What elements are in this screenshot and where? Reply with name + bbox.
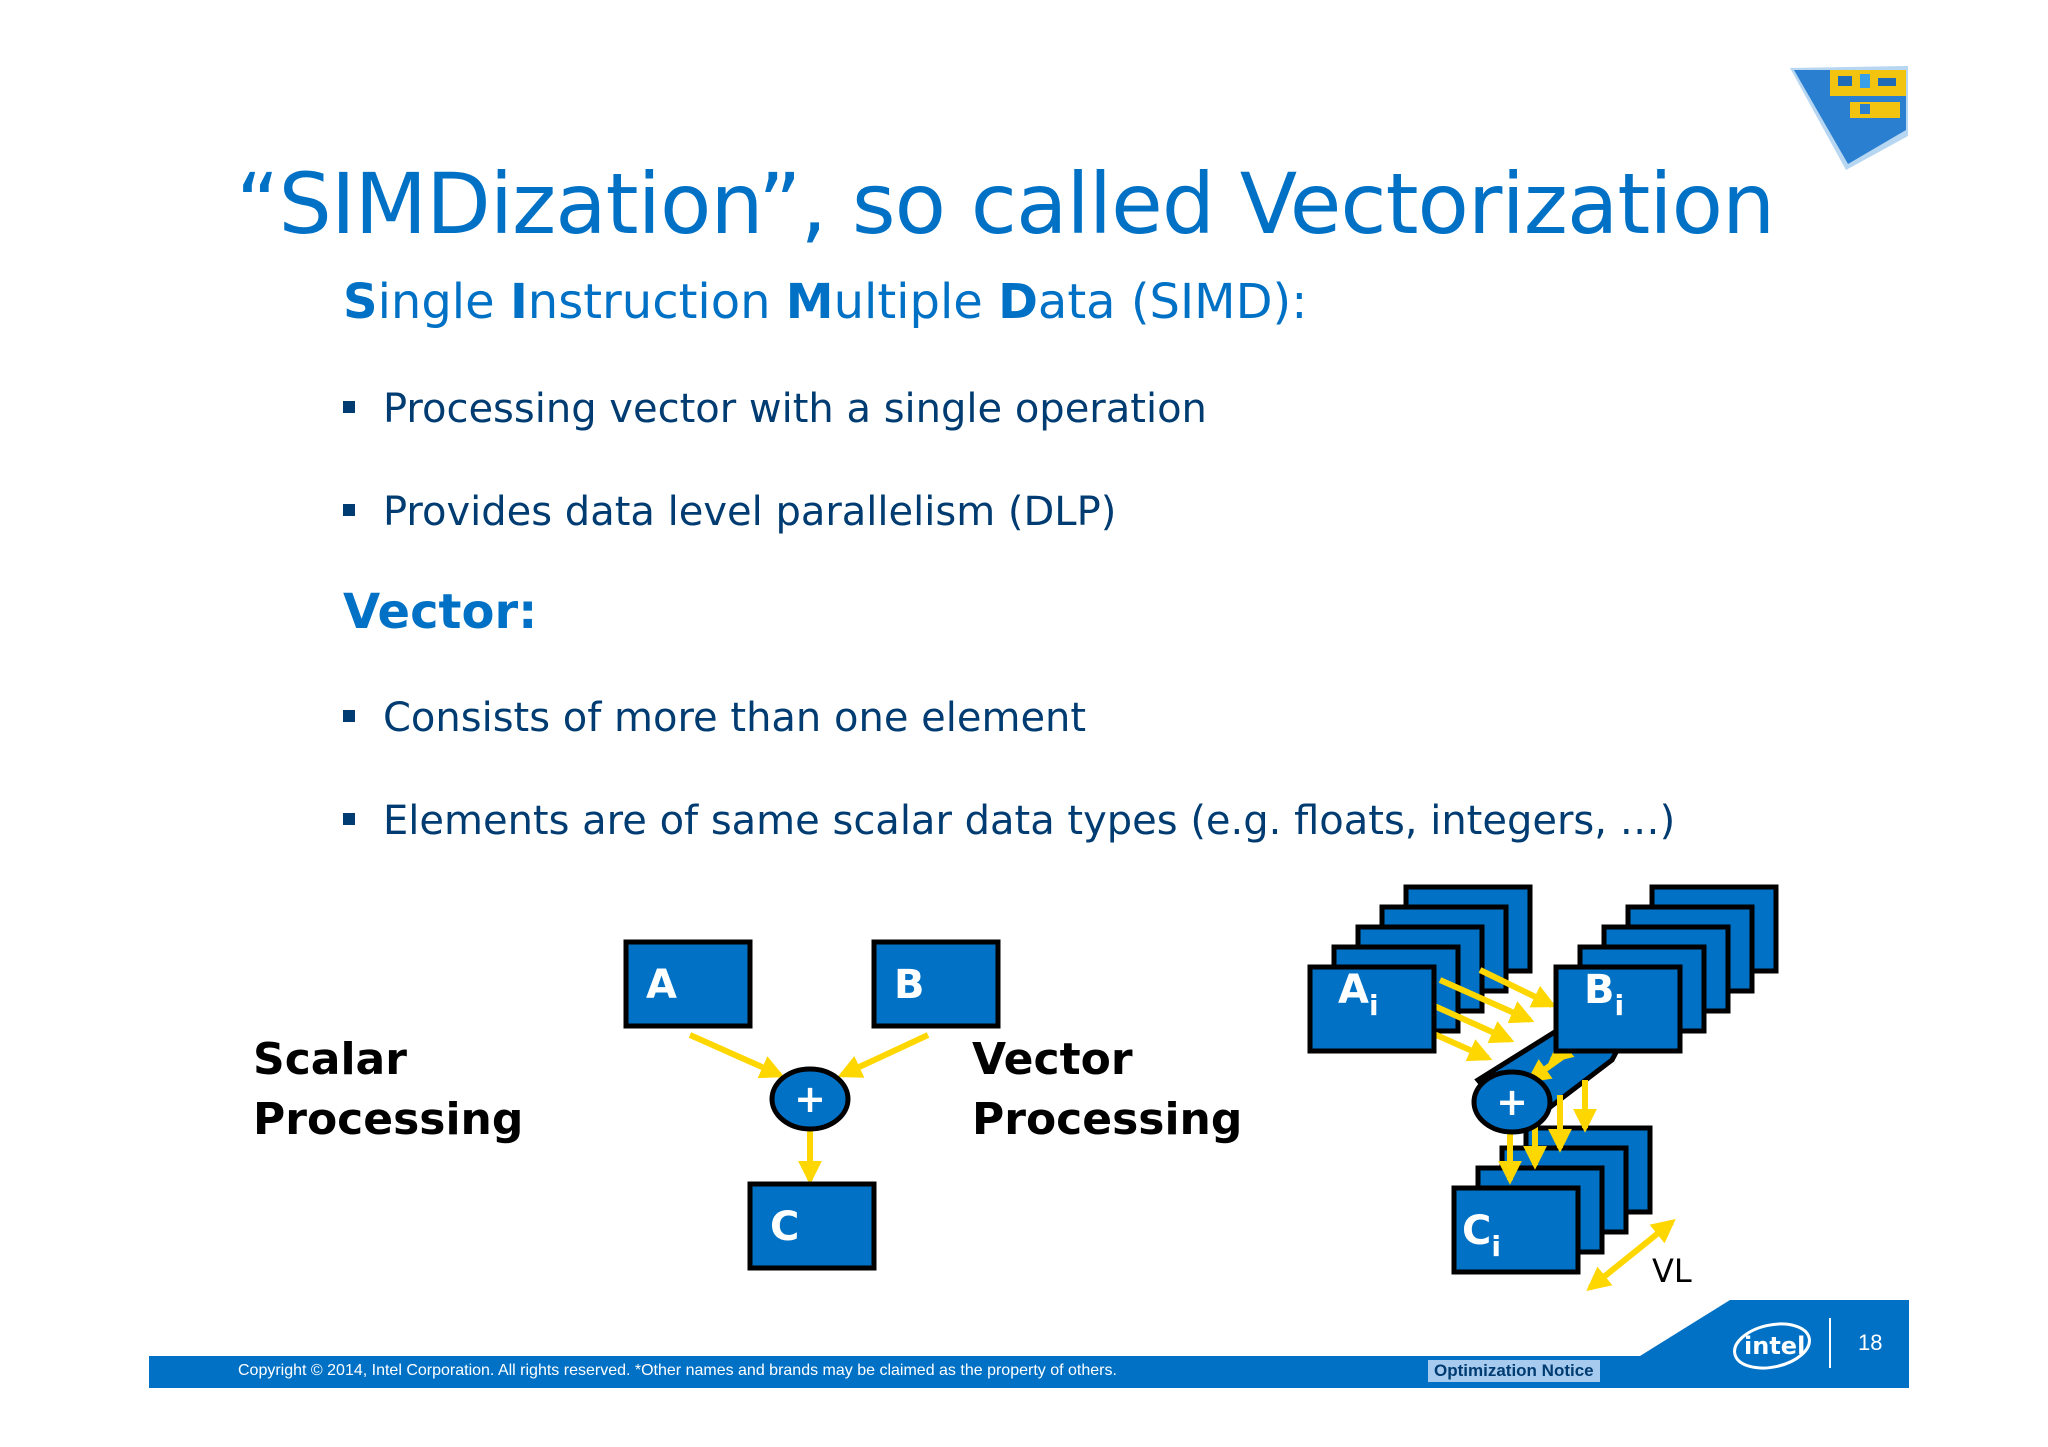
label-line: Processing (972, 1094, 1243, 1145)
simd-heading-part: S (343, 274, 378, 330)
vector-processing-label: Vector Processing (972, 1030, 1242, 1150)
simd-heading-part: ata (SIMD): (1037, 274, 1308, 330)
footer-bar (149, 1356, 1909, 1388)
simd-heading-part: ingle (377, 274, 510, 330)
intel-logo-icon: intel (1733, 1322, 1811, 1370)
label-line: Vector (972, 1034, 1133, 1085)
simd-heading-part: nstruction (527, 274, 786, 330)
bullet-item: Elements are of same scalar data types (… (343, 798, 1675, 844)
vector-arrow-a (1438, 977, 1535, 1024)
simd-heading-part: ultiple (833, 274, 999, 330)
vector-b-front-box (1553, 964, 1683, 1054)
bullet-square-icon (343, 401, 355, 413)
operand-b-box (871, 939, 1001, 1029)
footer-divider (1829, 1318, 1831, 1368)
op-symbol: + (1496, 1080, 1528, 1124)
page-number: 18 (1858, 1330, 1883, 1355)
footer-wedge (1640, 1300, 1909, 1388)
scalar-processing-label: Scalar Processing (253, 1030, 523, 1150)
result-c-box (747, 1181, 877, 1271)
vector-heading: Vector: (343, 584, 538, 640)
bullet-square-icon (343, 813, 355, 825)
bullet-item: Provides data level parallelism (DLP) (343, 489, 1116, 535)
simd-heading-part: M (785, 274, 834, 330)
simd-heading-part: I (509, 274, 528, 330)
op-symbol: + (794, 1077, 826, 1121)
operand-a-label: A (646, 962, 677, 1008)
bullet-text: Elements are of same scalar data types (… (383, 798, 1676, 844)
intel-logo-wordmark: intel (1744, 1332, 1805, 1360)
operand-a-box (623, 939, 753, 1029)
label-line: Scalar (253, 1034, 407, 1085)
vector-length-arrow (1586, 1218, 1676, 1292)
bullet-text: Provides data level parallelism (DLP) (383, 489, 1117, 535)
copyright-text: Copyright © 2014, Intel Corporation. All… (238, 1362, 1117, 1379)
bullet-text: Consists of more than one element (383, 695, 1087, 741)
vector-op (1471, 1069, 1553, 1135)
vector-arrow-a (1478, 967, 1557, 1008)
bullet-item: Processing vector with a single operatio… (343, 386, 1207, 432)
optimization-notice-link[interactable]: Optimization Notice (1428, 1360, 1600, 1382)
operand-b-label: B (894, 962, 925, 1008)
simd-heading: Single Instruction Multiple Data (SIMD): (343, 274, 1307, 330)
scalar-op (769, 1066, 851, 1132)
arrow-a-to-op (688, 1032, 785, 1079)
vector-length-label: VL (1652, 1252, 1692, 1290)
bullet-square-icon (343, 710, 355, 722)
arrow-b-to-op (837, 1032, 930, 1078)
vector-a-front-box (1307, 964, 1437, 1054)
result-c-label: C (770, 1204, 799, 1250)
slide-title: “SIMDization”, so called Vectorization (236, 155, 1775, 253)
label-line: Processing (253, 1094, 524, 1145)
corner-chip-logo (1790, 66, 1908, 170)
simd-heading-part: D (998, 274, 1038, 330)
bullet-square-icon (343, 504, 355, 516)
bullet-text: Processing vector with a single operatio… (383, 386, 1207, 432)
vector-c-front-box (1451, 1185, 1581, 1275)
bullet-item: Consists of more than one element (343, 695, 1086, 741)
